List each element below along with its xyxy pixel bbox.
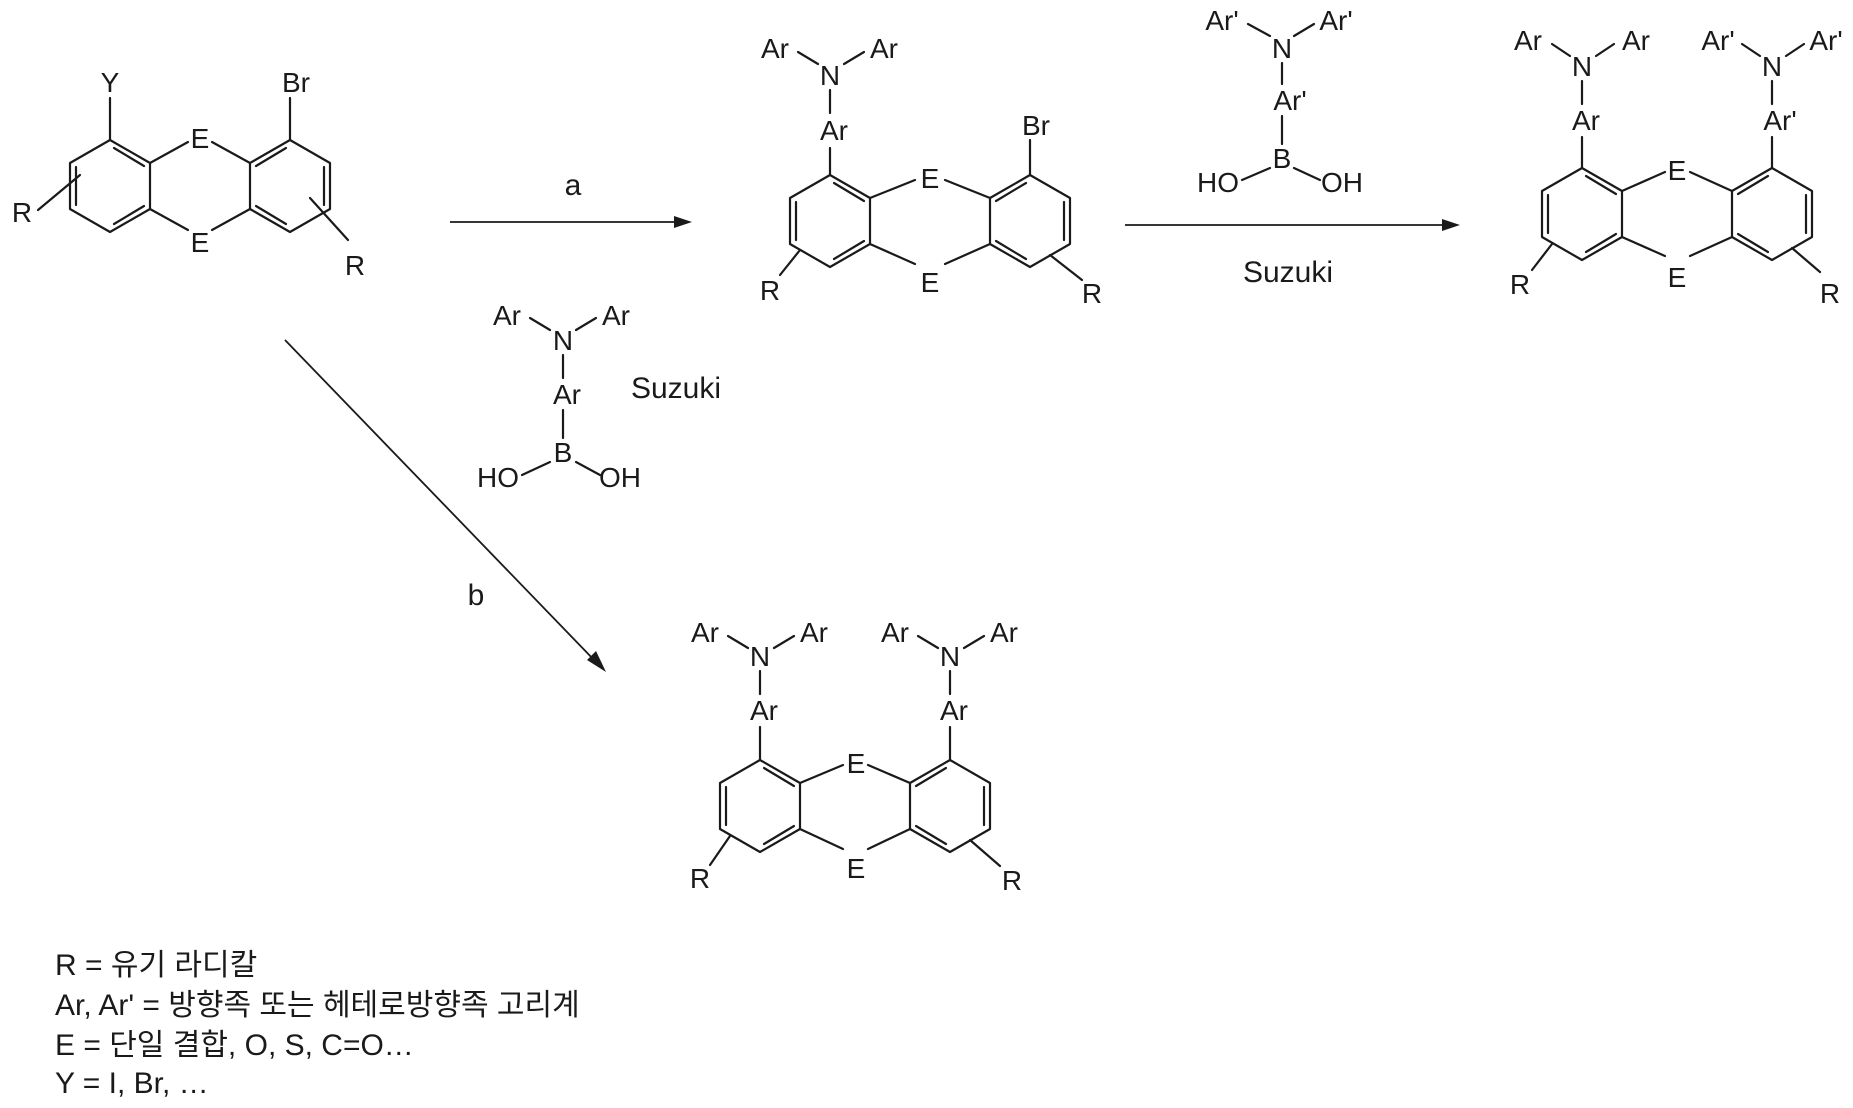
svg-text:OH: OH bbox=[1321, 167, 1363, 198]
svg-text:N: N bbox=[1572, 51, 1592, 82]
svg-text:R: R bbox=[1082, 278, 1102, 309]
reagent-label-suzuki: Suzuki bbox=[631, 372, 721, 405]
svg-text:Ar: Ar bbox=[940, 695, 968, 726]
svg-text:Ar: Ar bbox=[750, 695, 778, 726]
atom-label: Br bbox=[282, 67, 310, 98]
legend-line-e: E = 단일 결합, O, S, C=O… bbox=[55, 1029, 414, 1062]
svg-text:R: R bbox=[690, 863, 710, 894]
starting-material: Y Br E E R R bbox=[12, 67, 365, 281]
svg-text:E: E bbox=[847, 748, 866, 779]
arrow-label-a: a bbox=[565, 169, 582, 202]
svg-text:Ar': Ar' bbox=[1701, 25, 1734, 56]
legend-line-y: Y = I, Br, … bbox=[55, 1067, 209, 1100]
svg-text:OH: OH bbox=[599, 462, 641, 493]
svg-text:E: E bbox=[921, 163, 940, 194]
svg-text:E: E bbox=[921, 267, 940, 298]
svg-text:Ar': Ar' bbox=[1273, 85, 1306, 116]
svg-text:Ar': Ar' bbox=[1763, 105, 1796, 136]
product-unsymmetric: Ar Ar N Ar Ar' Ar' N Ar' E E R bbox=[1510, 25, 1843, 309]
svg-text:Ar': Ar' bbox=[1205, 5, 1238, 36]
reagent-boronic-acid-prime: Ar' Ar' N Ar' B HO OH bbox=[1197, 5, 1363, 198]
svg-text:R: R bbox=[1002, 865, 1022, 896]
svg-text:Ar': Ar' bbox=[1809, 25, 1842, 56]
svg-text:B: B bbox=[554, 437, 573, 468]
svg-text:Ar': Ar' bbox=[1319, 5, 1352, 36]
svg-text:N: N bbox=[1272, 33, 1292, 64]
arrow-suzuki: Suzuki bbox=[1125, 219, 1460, 289]
svg-text:E: E bbox=[1668, 262, 1687, 293]
svg-text:E: E bbox=[1668, 155, 1687, 186]
svg-text:N: N bbox=[820, 60, 840, 91]
svg-text:R: R bbox=[1510, 269, 1530, 300]
atom-label: E bbox=[191, 123, 210, 154]
svg-text:Br: Br bbox=[1022, 110, 1050, 141]
arrow-label-b: b bbox=[468, 579, 485, 612]
intermediate-product: Ar Ar N Ar E E Br R R bbox=[760, 33, 1102, 309]
svg-text:Ar: Ar bbox=[1572, 105, 1600, 136]
svg-text:R: R bbox=[1820, 278, 1840, 309]
svg-text:E: E bbox=[847, 853, 866, 884]
legend-line-ar: Ar, Ar' = 방향족 또는 헤테로방향족 고리계 bbox=[55, 989, 580, 1022]
svg-text:B: B bbox=[1273, 143, 1292, 174]
atom-label: E bbox=[191, 227, 210, 258]
reagent-boronic-acid: Ar Ar N Ar B HO OH Suzuki bbox=[477, 300, 721, 493]
svg-text:Ar: Ar bbox=[761, 33, 789, 64]
svg-text:Ar: Ar bbox=[881, 617, 909, 648]
arrow-a: a bbox=[450, 169, 692, 228]
svg-text:Ar: Ar bbox=[553, 379, 581, 410]
atom-label: R bbox=[12, 197, 32, 228]
svg-text:Ar: Ar bbox=[800, 617, 828, 648]
svg-text:N: N bbox=[1762, 51, 1782, 82]
svg-text:Ar: Ar bbox=[493, 300, 521, 331]
svg-text:Ar: Ar bbox=[691, 617, 719, 648]
svg-text:Ar: Ar bbox=[1622, 25, 1650, 56]
atom-label: R bbox=[345, 250, 365, 281]
svg-text:Ar: Ar bbox=[602, 300, 630, 331]
svg-text:Ar: Ar bbox=[870, 33, 898, 64]
arrow-label-suzuki: Suzuki bbox=[1243, 256, 1333, 289]
svg-text:Ar: Ar bbox=[990, 617, 1018, 648]
svg-text:HO: HO bbox=[1197, 167, 1239, 198]
svg-text:N: N bbox=[553, 325, 573, 356]
svg-text:Ar: Ar bbox=[1514, 25, 1542, 56]
svg-text:R: R bbox=[760, 275, 780, 306]
legend-line-r: R = 유기 라디칼 bbox=[55, 949, 257, 982]
svg-text:N: N bbox=[750, 641, 770, 672]
svg-text:HO: HO bbox=[477, 462, 519, 493]
svg-text:Ar: Ar bbox=[820, 115, 848, 146]
product-symmetric: Ar Ar N Ar Ar Ar N Ar E E R bbox=[690, 617, 1022, 896]
atom-label: Y bbox=[101, 67, 120, 98]
legend: R = 유기 라디칼 Ar, Ar' = 방향족 또는 헤테로방향족 고리계 E… bbox=[55, 949, 580, 1100]
svg-text:N: N bbox=[940, 641, 960, 672]
